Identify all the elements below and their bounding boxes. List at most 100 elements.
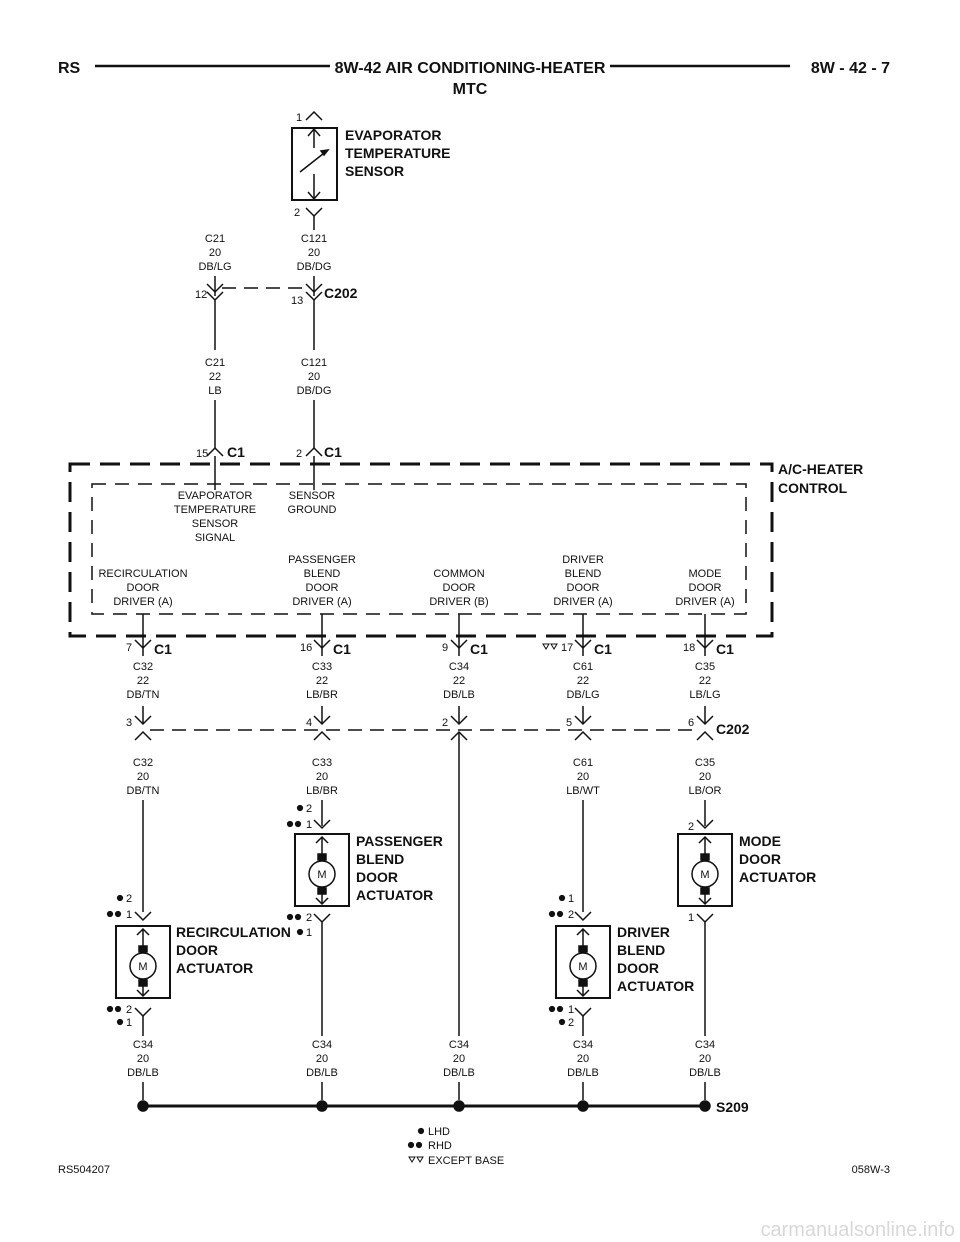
driver-motor-letter: M bbox=[578, 961, 587, 973]
label-ground_wires-4-2: DB/LB bbox=[689, 1067, 721, 1079]
label-wires_mid-1-0: C33 bbox=[312, 661, 332, 673]
label-wires_top-w2-1: 20 bbox=[308, 247, 320, 259]
label-wires_mid-2-0: C34 bbox=[449, 661, 469, 673]
label-wires_low-3-0: C35 bbox=[695, 757, 715, 769]
label-wires_low-3-2: LB/OR bbox=[688, 785, 721, 797]
wire-label-c121-low: C121 20 DB/DG bbox=[297, 357, 332, 397]
label-wires_mid-4-0: C35 bbox=[695, 661, 715, 673]
legend: LHD RHD EXCEPT BASE bbox=[407, 1126, 504, 1167]
wire-labels-mid: C32 22 DB/TN C33 22 LB/BR C34 22 DB/LB C… bbox=[127, 661, 721, 701]
label-actuators-passenger-0: PASSENGER bbox=[356, 833, 443, 849]
c202-mid-pin-3: 3 bbox=[126, 717, 132, 729]
label-control-drivers-3-1: BLEND bbox=[565, 568, 602, 580]
label-control-drivers-2-1: DOOR bbox=[443, 582, 476, 594]
label-wires_low-1-1: 20 bbox=[316, 771, 328, 783]
mode-actuator-name: MODE DOOR ACTUATOR bbox=[739, 833, 816, 885]
label-actuators-passenger-3: ACTUATOR bbox=[356, 887, 433, 903]
wire-label-c21-top: C21 20 DB/LG bbox=[198, 233, 231, 273]
sensor-label-l1: EVAPORATOR bbox=[345, 127, 441, 143]
label-control-drivers-1-2: DOOR bbox=[306, 582, 339, 594]
label-control-drivers-1-1: BLEND bbox=[304, 568, 341, 580]
label-control-drivers-0-1: DOOR bbox=[127, 582, 160, 594]
label-wires_top-w3-1: 22 bbox=[209, 371, 221, 383]
control-name-l1: A/C-HEATER bbox=[778, 461, 863, 477]
label-wires_top-w1-2: DB/LG bbox=[198, 261, 231, 273]
label-ground_wires-0-0: C34 bbox=[133, 1039, 153, 1051]
label-control-drivers-1-3: DRIVER (A) bbox=[292, 596, 351, 608]
control-driver-common: COMMON DOOR DRIVER (B) bbox=[429, 568, 488, 608]
label-control-drivers-4-2: DRIVER (A) bbox=[675, 596, 734, 608]
c202-pin-12: 12 bbox=[195, 289, 207, 301]
wire-label-c21-low: C21 22 LB bbox=[205, 357, 225, 397]
label-ground_wires-3-2: DB/LB bbox=[567, 1067, 599, 1079]
footer-left: RS504207 bbox=[58, 1164, 110, 1176]
label-control-drivers-3-3: DRIVER (A) bbox=[553, 596, 612, 608]
label-ground_wires-2-2: DB/LB bbox=[443, 1067, 475, 1079]
label-wires_mid-3-2: DB/LG bbox=[566, 689, 599, 701]
c202-mid-name: C202 bbox=[716, 721, 750, 737]
passenger-motor-letter: M bbox=[317, 869, 326, 881]
label-wires_low-0-1: 20 bbox=[137, 771, 149, 783]
label-control-drivers-1-0: PASSENGER bbox=[288, 554, 356, 566]
label-wires_low-0-2: DB/TN bbox=[127, 785, 160, 797]
sensor-pin-2: 2 bbox=[294, 207, 300, 219]
label-wires_mid-4-2: LB/LG bbox=[689, 689, 720, 701]
c202-top-name: C202 bbox=[324, 285, 358, 301]
label-wires_top-w4-0: C121 bbox=[301, 357, 327, 369]
control-driver-driver: DRIVER BLEND DOOR DRIVER (A) bbox=[553, 554, 612, 608]
c202-mid-pin-4: 4 bbox=[306, 717, 312, 729]
mode-pin-bot: 1 bbox=[688, 912, 694, 924]
label-wires_low-3-1: 20 bbox=[699, 771, 711, 783]
label-actuators-mode-1: DOOR bbox=[739, 851, 781, 867]
passenger-actuator-name: PASSENGER BLEND DOOR ACTUATOR bbox=[356, 833, 443, 903]
lhd-dot-icon bbox=[417, 1127, 425, 1135]
driver-pin-top-lhd: 1 bbox=[568, 893, 574, 905]
label-control-drivers-0-0: RECIRCULATION bbox=[98, 568, 187, 580]
label-ground_wires-1-2: DB/LB bbox=[306, 1067, 338, 1079]
mode-pin-top: 2 bbox=[688, 821, 694, 833]
label-wires_mid-0-0: C32 bbox=[133, 661, 153, 673]
label-wires_mid-0-1: 22 bbox=[137, 675, 149, 687]
label-actuators-driver-3: ACTUATOR bbox=[617, 978, 694, 994]
ground-wire-labels: C34 20 DB/LB C34 20 DB/LB C34 20 DB/LB C… bbox=[127, 1039, 721, 1079]
label-wires_mid-2-1: 22 bbox=[453, 675, 465, 687]
label-ground_wires-2-0: C34 bbox=[449, 1039, 469, 1051]
ctrl-pin-17: 17 bbox=[561, 642, 573, 654]
sensor-label-l3: SENSOR bbox=[345, 163, 404, 179]
label-ground_wires-1-1: 20 bbox=[316, 1053, 328, 1065]
control-driver-passenger: PASSENGER BLEND DOOR DRIVER (A) bbox=[288, 554, 356, 608]
recirc-motor-letter: M bbox=[138, 961, 147, 973]
recirc-pin-bot-lhd: 1 bbox=[126, 1017, 132, 1029]
label-control-sig_ground-0: SENSOR bbox=[289, 490, 336, 502]
label-control-drivers-2-2: DRIVER (B) bbox=[429, 596, 488, 608]
label-wires_mid-0-2: DB/TN bbox=[127, 689, 160, 701]
label-wires_mid-4-1: 22 bbox=[699, 675, 711, 687]
vertical-wires bbox=[142, 732, 706, 1036]
c202-mid-pin-2: 2 bbox=[442, 717, 448, 729]
pass-pin-bot-lhd: 1 bbox=[306, 927, 312, 939]
c202-top-connector bbox=[206, 276, 323, 350]
label-ground_wires-3-1: 20 bbox=[577, 1053, 589, 1065]
label-control-sig_evap-0: EVAPORATOR bbox=[178, 490, 253, 502]
pass-pin-top-rhd: 1 bbox=[306, 819, 312, 831]
label-wires_top-w3-0: C21 bbox=[205, 357, 225, 369]
page-header: RS 8W-42 AIR CONDITIONING-HEATER 8W - 42… bbox=[58, 60, 890, 98]
ctrl-pin-16-conn: C1 bbox=[333, 641, 351, 657]
label-wires_low-2-0: C61 bbox=[573, 757, 593, 769]
ctrl-pin-18: 18 bbox=[683, 642, 695, 654]
c202-mid-pin-5: 5 bbox=[566, 717, 572, 729]
label-actuators-driver-1: BLEND bbox=[617, 942, 665, 958]
label-wires_low-1-0: C33 bbox=[312, 757, 332, 769]
label-actuators-driver-2: DOOR bbox=[617, 960, 659, 976]
label-wires_top-w2-0: C121 bbox=[301, 233, 327, 245]
ctrl-pin-2-conn: C1 bbox=[324, 444, 342, 460]
c202-mid-connector bbox=[134, 706, 714, 741]
label-ground_wires-0-1: 20 bbox=[137, 1053, 149, 1065]
driver-actuator bbox=[555, 911, 611, 1036]
label-actuators-mode-2: ACTUATOR bbox=[739, 869, 816, 885]
sensor-top-wiring bbox=[305, 110, 323, 230]
label-ground_wires-0-2: DB/LB bbox=[127, 1067, 159, 1079]
driver-actuator-name: DRIVER BLEND DOOR ACTUATOR bbox=[617, 924, 694, 994]
mode-motor-letter: M bbox=[700, 869, 709, 881]
control-driver-mode: MODE DOOR DRIVER (A) bbox=[675, 568, 734, 608]
